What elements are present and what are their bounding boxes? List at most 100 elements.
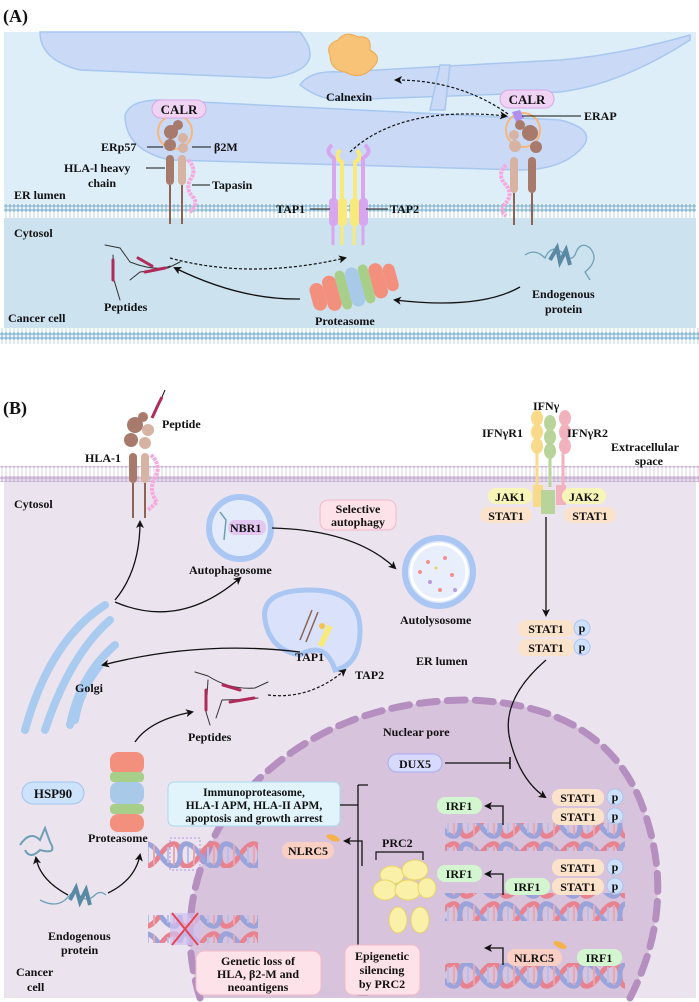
svg-text:STAT1: STAT1 xyxy=(560,810,596,824)
endogenous-protein-label-b-1: Endogenous xyxy=(48,929,111,943)
svg-text:STAT1: STAT1 xyxy=(488,509,524,523)
er-lumen-label-a: ER lumen xyxy=(14,188,66,202)
arrow-golgi-to-surface xyxy=(114,520,144,601)
nlrc5-pill-right: NLRC5 xyxy=(507,949,562,966)
svg-text:STAT1: STAT1 xyxy=(560,861,596,875)
svg-text:STAT1: STAT1 xyxy=(528,622,564,636)
hsp90-bound-protein xyxy=(19,825,54,856)
peptides-a xyxy=(104,244,181,301)
hla1-label: HLA-1 xyxy=(85,451,121,465)
calnexin-label: Calnexin xyxy=(326,90,372,104)
svg-text:HLA-I APM, HLA-II APM,: HLA-I APM, HLA-II APM, xyxy=(186,800,323,812)
tap-transporter xyxy=(326,143,371,245)
nlrc5-pill-left: NLRC5 xyxy=(282,842,334,859)
prc2-label: PRC2 xyxy=(382,836,413,850)
svg-text:STAT1: STAT1 xyxy=(560,791,596,805)
svg-text:NLRC5: NLRC5 xyxy=(288,844,328,858)
irf1-pill-row2-left: IRF1 xyxy=(437,865,482,882)
hla-complex-left xyxy=(157,114,198,224)
endogenous-protein-label-a-2: protein xyxy=(545,302,582,316)
dna-irf1-row2 xyxy=(445,893,625,921)
irf1-pill-row3: IRF1 xyxy=(577,949,622,966)
svg-text:p: p xyxy=(579,640,586,654)
arrow-to-irf1-row2 xyxy=(484,870,504,895)
nbr1-label: NBR1 xyxy=(230,521,261,535)
arrow-to-calnexin xyxy=(394,76,509,115)
extracellular-label-2: space xyxy=(635,454,664,468)
peptides-b xyxy=(194,671,269,726)
svg-text:apoptosis and growth arrest: apoptosis and growth arrest xyxy=(185,813,322,825)
peptides-label-a: Peptides xyxy=(104,300,148,314)
peptide-label-b: Peptide xyxy=(162,417,201,431)
proteasome-label-b: Proteasome xyxy=(88,831,148,845)
endogenous-protein-b xyxy=(39,882,107,908)
svg-text:p: p xyxy=(612,860,619,874)
autophagosome-label: Autophagosome xyxy=(189,563,272,577)
endogenous-protein-label-a-1: Endogenous xyxy=(532,287,595,301)
svg-text:autophagy: autophagy xyxy=(331,515,385,529)
ifngr2-label: IFNγR2 xyxy=(567,426,608,440)
svg-text:STAT1: STAT1 xyxy=(560,880,596,894)
arrow-autophagy xyxy=(271,527,397,570)
svg-text:IRF1: IRF1 xyxy=(514,880,541,894)
er-organelle-b xyxy=(262,587,363,673)
selective-autophagy-box: Selective autophagy xyxy=(319,499,397,531)
cell-membrane-b xyxy=(0,466,699,482)
endogenous-protein-a xyxy=(524,242,595,281)
stat1-dimer-nucleus-1: STAT1 STAT1 p p xyxy=(552,788,624,825)
hla-complex-right xyxy=(499,110,542,225)
svg-text:IRF1: IRF1 xyxy=(446,799,473,813)
svg-text:IRF1: IRF1 xyxy=(446,867,473,881)
arrow-row3 xyxy=(484,944,504,965)
nuclear-pore-label: Nuclear pore xyxy=(383,725,450,739)
autolysosome xyxy=(402,535,476,609)
proteasome-b xyxy=(110,752,144,832)
svg-text:STAT1: STAT1 xyxy=(528,641,564,655)
svg-text:neoantigens: neoantigens xyxy=(228,980,289,994)
deleted-region-1 xyxy=(169,837,201,871)
tap2-label-a: TAP2 xyxy=(390,202,419,216)
arrow-stat1-to-nucleus xyxy=(507,659,547,799)
svg-text:p: p xyxy=(612,790,619,804)
arrow-protein-to-proteasome-b xyxy=(107,853,143,894)
b2m-label: β2M xyxy=(214,140,238,154)
dna-genetic-loss xyxy=(148,915,258,943)
svg-text:HLA, β2-M and: HLA, β2-M and xyxy=(217,967,299,981)
svg-text:p: p xyxy=(612,809,619,823)
arrow-proteasome-to-peptides xyxy=(173,267,301,300)
cancer-cell-label-b-2: cell xyxy=(27,980,45,994)
arrow-protein-to-proteasome xyxy=(393,286,521,305)
cytosol-label-b: Cytosol xyxy=(14,497,53,511)
ifng-label: IFNγ xyxy=(533,399,560,413)
svg-text:IRF1: IRF1 xyxy=(586,951,613,965)
svg-text:CALR: CALR xyxy=(161,102,198,117)
regulation-bracket xyxy=(340,784,368,996)
stat1-dimer-cytosol: STAT1 STAT1 p p xyxy=(518,619,591,656)
svg-text:Immunoproteasome,: Immunoproteasome, xyxy=(203,787,305,799)
svg-text:by PRC2: by PRC2 xyxy=(359,977,405,991)
arrow-to-irf1-row1 xyxy=(484,802,504,825)
cytosol-label-a: Cytosol xyxy=(14,226,53,240)
svg-text:Epigenetic: Epigenetic xyxy=(355,949,410,963)
hla-heavy-chain-label-2: chain xyxy=(88,176,116,190)
tapasin-label: Tapasin xyxy=(212,178,253,192)
svg-text:STAT1: STAT1 xyxy=(572,509,608,523)
arrow-tap-to-hla xyxy=(349,111,508,153)
genetic-loss-box: Genetic loss of HLA, β2-M and neoantigen… xyxy=(195,950,322,996)
arrow-to-nlrc5 xyxy=(343,837,363,866)
svg-text:Selective: Selective xyxy=(336,502,381,516)
svg-text:JAK1: JAK1 xyxy=(495,490,525,504)
endogenous-protein-label-b-2: protein xyxy=(61,943,98,957)
cell-membrane-a xyxy=(0,328,699,344)
svg-text:CALR: CALR xyxy=(509,92,546,107)
svg-text:p: p xyxy=(612,879,619,893)
golgi-label: Golgi xyxy=(75,681,104,695)
stat1-dimer-nucleus-2: STAT1 STAT1 p p xyxy=(552,858,624,895)
tap1-label-b: TAP1 xyxy=(295,650,324,664)
stat1-pill-right: STAT1 xyxy=(564,507,616,523)
arrow-protein-to-hsp90 xyxy=(33,856,69,896)
hla-heavy-chain-label-1: HLA-l heavy xyxy=(64,161,130,175)
tap2-label-b: TAP2 xyxy=(355,668,384,682)
erp57-label: ERp57 xyxy=(101,140,136,154)
irf1-pill-row1: IRF1 xyxy=(437,797,482,814)
